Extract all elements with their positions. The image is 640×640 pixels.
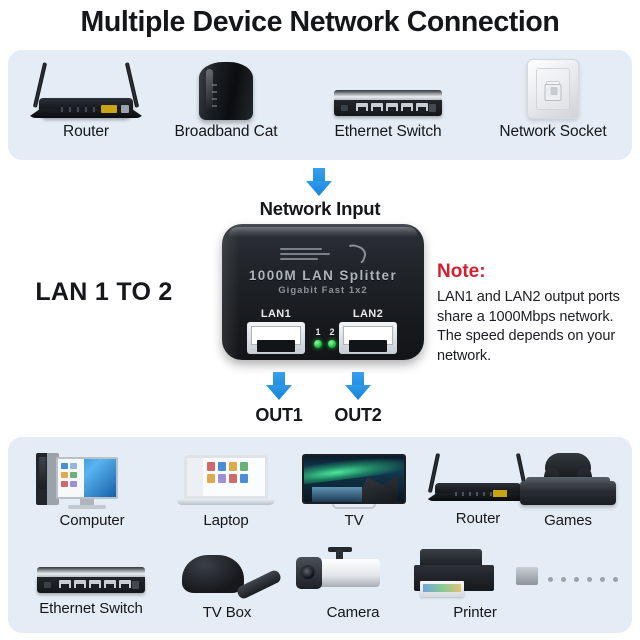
client-devices-panel: Computer Laptop [8,437,632,633]
device-camera: Camera [284,547,422,622]
device-label: Laptop [203,512,249,529]
router-icon [16,60,156,122]
output2-label: OUT2 [334,405,382,425]
device-printer: Printer [406,547,544,622]
network-input-label: Network Input [259,198,381,219]
splitter-brand-text: 1000M LAN Splitter [248,268,398,283]
device-router-2: Router [408,449,548,528]
led1-number: 1 [315,327,321,337]
speed-swoosh-icon [280,242,369,266]
splitter-subtitle-text: Gigabit Fast 1x2 [278,285,368,296]
note-block: Note: LAN1 and LAN2 output ports share a… [437,260,637,366]
more-devices-dots [548,577,618,582]
modem-icon [156,60,296,122]
device-network-socket: Network Socket [483,58,623,141]
device-label: Computer [59,512,125,529]
device-broadband-cat: Broadband Cat [156,60,296,141]
led2-indicator [328,340,336,348]
device-ethernet-switch: Ethernet Switch [318,60,458,141]
source-devices-panel: Router Broadband Cat Ethe [8,50,632,160]
device-label: Broadband Cat [174,123,278,140]
device-computer: Computer [22,451,162,530]
device-laptop: Laptop [156,451,296,530]
device-ethernet-switch-2: Ethernet Switch [16,547,166,618]
network-input-arrow-icon [306,168,332,196]
device-label: TV Box [202,604,252,621]
device-label: Printer [453,604,497,621]
laptop-icon [156,451,296,511]
game-console-icon [513,451,623,511]
led2-number: 2 [329,327,335,337]
device-label: Games [544,512,592,529]
tv-box-icon [158,547,296,601]
lan1-rj45-port [247,322,305,354]
lan2-port-label: LAN2 [352,308,384,320]
network-socket-icon [483,58,623,120]
led1-indicator [314,340,322,348]
printer-icon [406,547,544,599]
device-games: Games [513,451,623,530]
router-icon [408,449,548,509]
device-tv-box: TV Box [158,547,296,622]
desktop-computer-icon [22,451,162,511]
device-label: TV [344,512,364,529]
device-label: Router [455,510,501,527]
output1-arrow-icon [266,372,292,400]
lan-splitter-device: 1000M LAN Splitter Gigabit Fast 1x2 LAN1… [222,224,424,360]
note-heading: Note: [437,261,486,282]
device-label: Network Socket [499,123,607,140]
output2-arrow-icon [345,372,371,400]
device-label: Ethernet Switch [334,123,442,140]
note-body: LAN1 and LAN2 output ports share a 1000M… [437,289,620,364]
device-label: Router [63,123,109,140]
lan-1-to-2-label: LAN 1 TO 2 [35,278,173,306]
lan1-port-label: LAN1 [260,308,292,320]
ethernet-switch-icon [318,60,458,122]
ethernet-switch-icon [16,547,166,599]
output1-label: OUT1 [255,405,303,425]
device-label: Camera [326,604,380,621]
page-title: Multiple Device Network Connection [80,6,560,38]
device-router: Router [16,60,156,141]
device-label: Ethernet Switch [39,600,143,617]
ip-camera-icon [284,547,422,599]
device-tv: TV [284,451,424,530]
television-icon [284,451,424,511]
lan2-rj45-port [339,322,397,354]
splitter-diagram: Network Input LAN 1 TO 2 1000M LAN Split… [0,160,640,437]
